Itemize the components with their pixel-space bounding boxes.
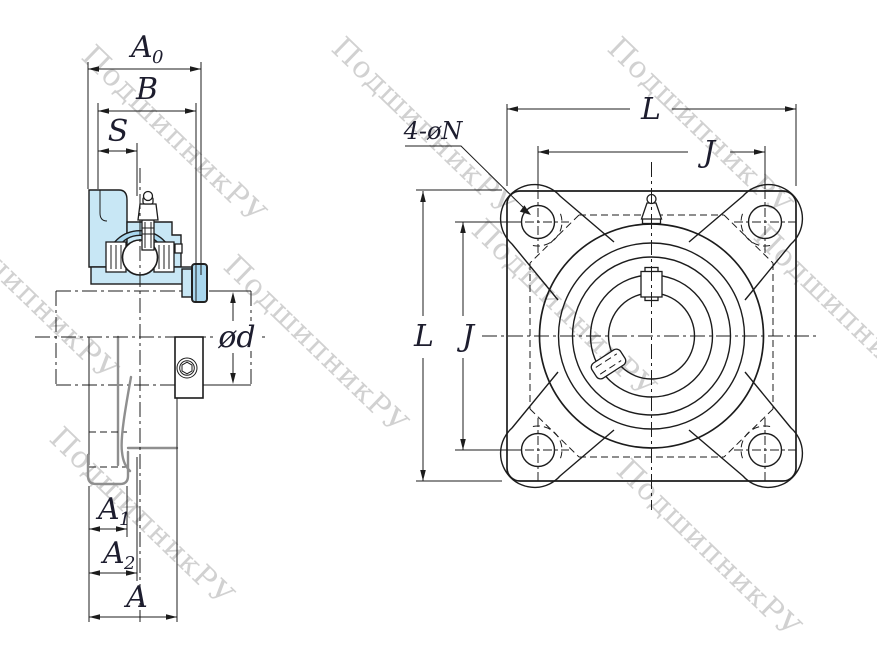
front-centerlines [482, 162, 820, 510]
bolt-hole-callout-label: 4-øN [403, 117, 464, 145]
dim-l-left-label: L [413, 319, 434, 354]
grease-fitting-hex [137, 203, 159, 221]
grease-fitting-stem [141, 219, 155, 251]
dim-shaft-diameter: ød [214, 292, 260, 384]
collar-cap [191, 263, 208, 303]
set-screw-collar [181, 263, 208, 303]
dim-a0-label: A [128, 30, 153, 65]
watermark-text: ПодшипникРУ [600, 31, 799, 224]
bolt-holes [507, 190, 796, 482]
dim-b-label: B [135, 72, 158, 107]
dim-od-label-bg [214, 321, 260, 351]
dim-a1: A 1 [89, 492, 130, 532]
seal-notch [174, 243, 183, 254]
dim-a: A [89, 580, 177, 620]
hex-socket-screw [176, 357, 198, 379]
shaft-lower [86, 335, 204, 622]
dim-b: B [98, 72, 196, 114]
dim-a2-label: A [100, 536, 125, 571]
watermark-text: ПодшипникРУ [746, 219, 877, 412]
dim-l-left: L [413, 191, 434, 481]
side-dimensions: A 0 B S ød [87, 30, 260, 622]
grease-fitting-side [137, 190, 159, 251]
dim-a1-label: A [95, 492, 120, 527]
bolt-hole-callout: 4-øN [403, 117, 531, 215]
dim-j-left: J [456, 222, 476, 450]
dim-a0: A 0 [88, 30, 201, 72]
dim-a2: A 2 [89, 536, 137, 576]
dim-od-label: ød [217, 320, 255, 355]
set-screw-boss [174, 336, 204, 399]
dim-l-top-label: L [640, 92, 661, 127]
dim-a1-subscript: 1 [119, 509, 130, 530]
dim-a-label: A [123, 580, 148, 615]
dim-s: S [98, 114, 137, 154]
dim-j-left-label: J [456, 319, 476, 354]
dim-a2-subscript: 2 [123, 553, 135, 574]
dim-l-top: L [507, 92, 796, 127]
watermark-text: ПодшипникРУ [464, 213, 663, 406]
dim-a0-subscript: 0 [152, 47, 163, 68]
dim-s-label: S [108, 114, 129, 149]
set-screw-lower [590, 348, 627, 380]
side-view: A 0 B S ød [35, 30, 265, 622]
front-view: L J L J [403, 92, 820, 510]
grease-fitting-ball [142, 190, 154, 202]
